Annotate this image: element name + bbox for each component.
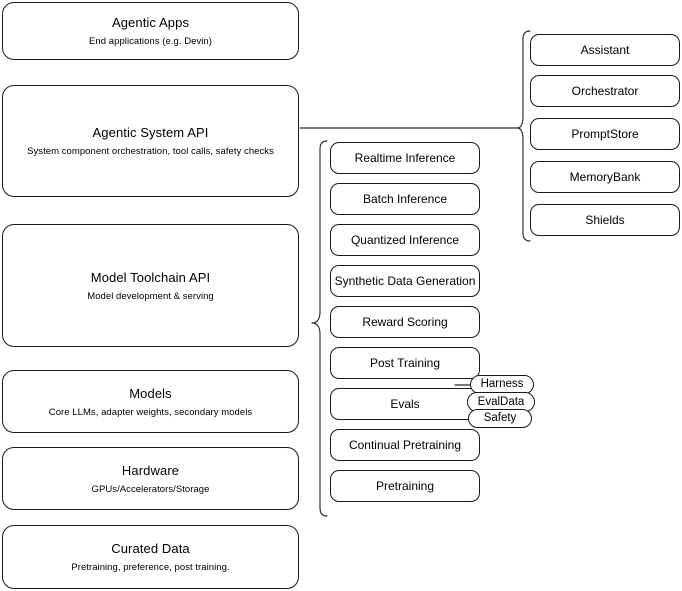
evals-sub-label: Harness (480, 378, 524, 390)
capability-label: Quantized Inference (350, 233, 460, 247)
capability-post-training[interactable]: Post Training (330, 347, 480, 379)
capability-label: Batch Inference (362, 192, 448, 206)
evals-sub-label: EvalData (477, 395, 525, 408)
capability-synthetic-data-generation[interactable]: Synthetic Data Generation (330, 265, 480, 297)
layer-curated-data[interactable]: Curated Data Pretraining, preference, po… (2, 525, 299, 589)
capability-quantized-inference[interactable]: Quantized Inference (330, 224, 480, 256)
layer-subtitle: Core LLMs, adapter weights, secondary mo… (48, 406, 253, 418)
capability-batch-inference[interactable]: Batch Inference (330, 183, 480, 215)
layer-subtitle: Model development & serving (87, 290, 214, 302)
system-component-label: PromptStore (571, 127, 639, 141)
capability-label: Reward Scoring (362, 315, 448, 329)
layer-title: Models (129, 385, 172, 401)
capability-reward-scoring[interactable]: Reward Scoring (330, 306, 480, 338)
layer-model-toolchain-api[interactable]: Model Toolchain API Model development & … (2, 224, 299, 347)
evals-sub-safety[interactable]: Safety (468, 409, 532, 428)
toolchain-capabilities-brace (311, 140, 328, 517)
layer-agentic-apps[interactable]: Agentic Apps End applications (e.g. Devi… (2, 2, 299, 60)
system-component-label: Assistant (580, 43, 630, 57)
capability-label: Evals (390, 397, 420, 411)
layer-title: Curated Data (111, 541, 190, 556)
layer-title: Agentic Apps (111, 15, 190, 30)
capability-pretraining[interactable]: Pretraining (330, 470, 480, 502)
system-component-label: MemoryBank (569, 170, 641, 184)
layer-title: Hardware (121, 462, 180, 478)
system-component-orchestrator[interactable]: Orchestrator (530, 75, 680, 107)
capability-label: Pretraining (375, 479, 435, 493)
layer-hardware[interactable]: Hardware GPUs/Accelerators/Storage (2, 447, 299, 510)
system-component-memorybank[interactable]: MemoryBank (530, 161, 680, 193)
capability-continual-pretraining[interactable]: Continual Pretraining (330, 429, 480, 461)
layer-title: Model Toolchain API (90, 269, 211, 285)
system-components-brace (516, 30, 531, 242)
capability-label: Synthetic Data Generation (334, 274, 476, 288)
layer-title: Agentic System API (92, 125, 209, 140)
layer-subtitle: End applications (e.g. Devin) (89, 36, 212, 47)
layer-subtitle: Pretraining, preference, post training. (71, 562, 230, 573)
layer-subtitle: GPUs/Accelerators/Storage (91, 483, 210, 495)
capability-realtime-inference[interactable]: Realtime Inference (330, 142, 480, 174)
system-component-assistant[interactable]: Assistant (530, 34, 680, 66)
system-component-label: Shields (585, 213, 625, 227)
layer-agentic-system-api[interactable]: Agentic System API System component orch… (2, 85, 299, 197)
evals-sub-label: Safety (483, 412, 517, 424)
layer-subtitle: System component orchestration, tool cal… (27, 146, 274, 157)
system-component-shields[interactable]: Shields (530, 204, 680, 236)
capability-evals[interactable]: Evals (330, 388, 480, 420)
system-component-label: Orchestrator (571, 84, 639, 98)
evals-sub-evaldata[interactable]: EvalData (467, 392, 535, 412)
system-component-promptstore[interactable]: PromptStore (530, 118, 680, 150)
capability-label: Continual Pretraining (348, 438, 462, 452)
layer-models[interactable]: Models Core LLMs, adapter weights, secon… (2, 370, 299, 433)
capability-label: Realtime Inference (354, 151, 456, 165)
capability-label: Post Training (369, 356, 441, 370)
